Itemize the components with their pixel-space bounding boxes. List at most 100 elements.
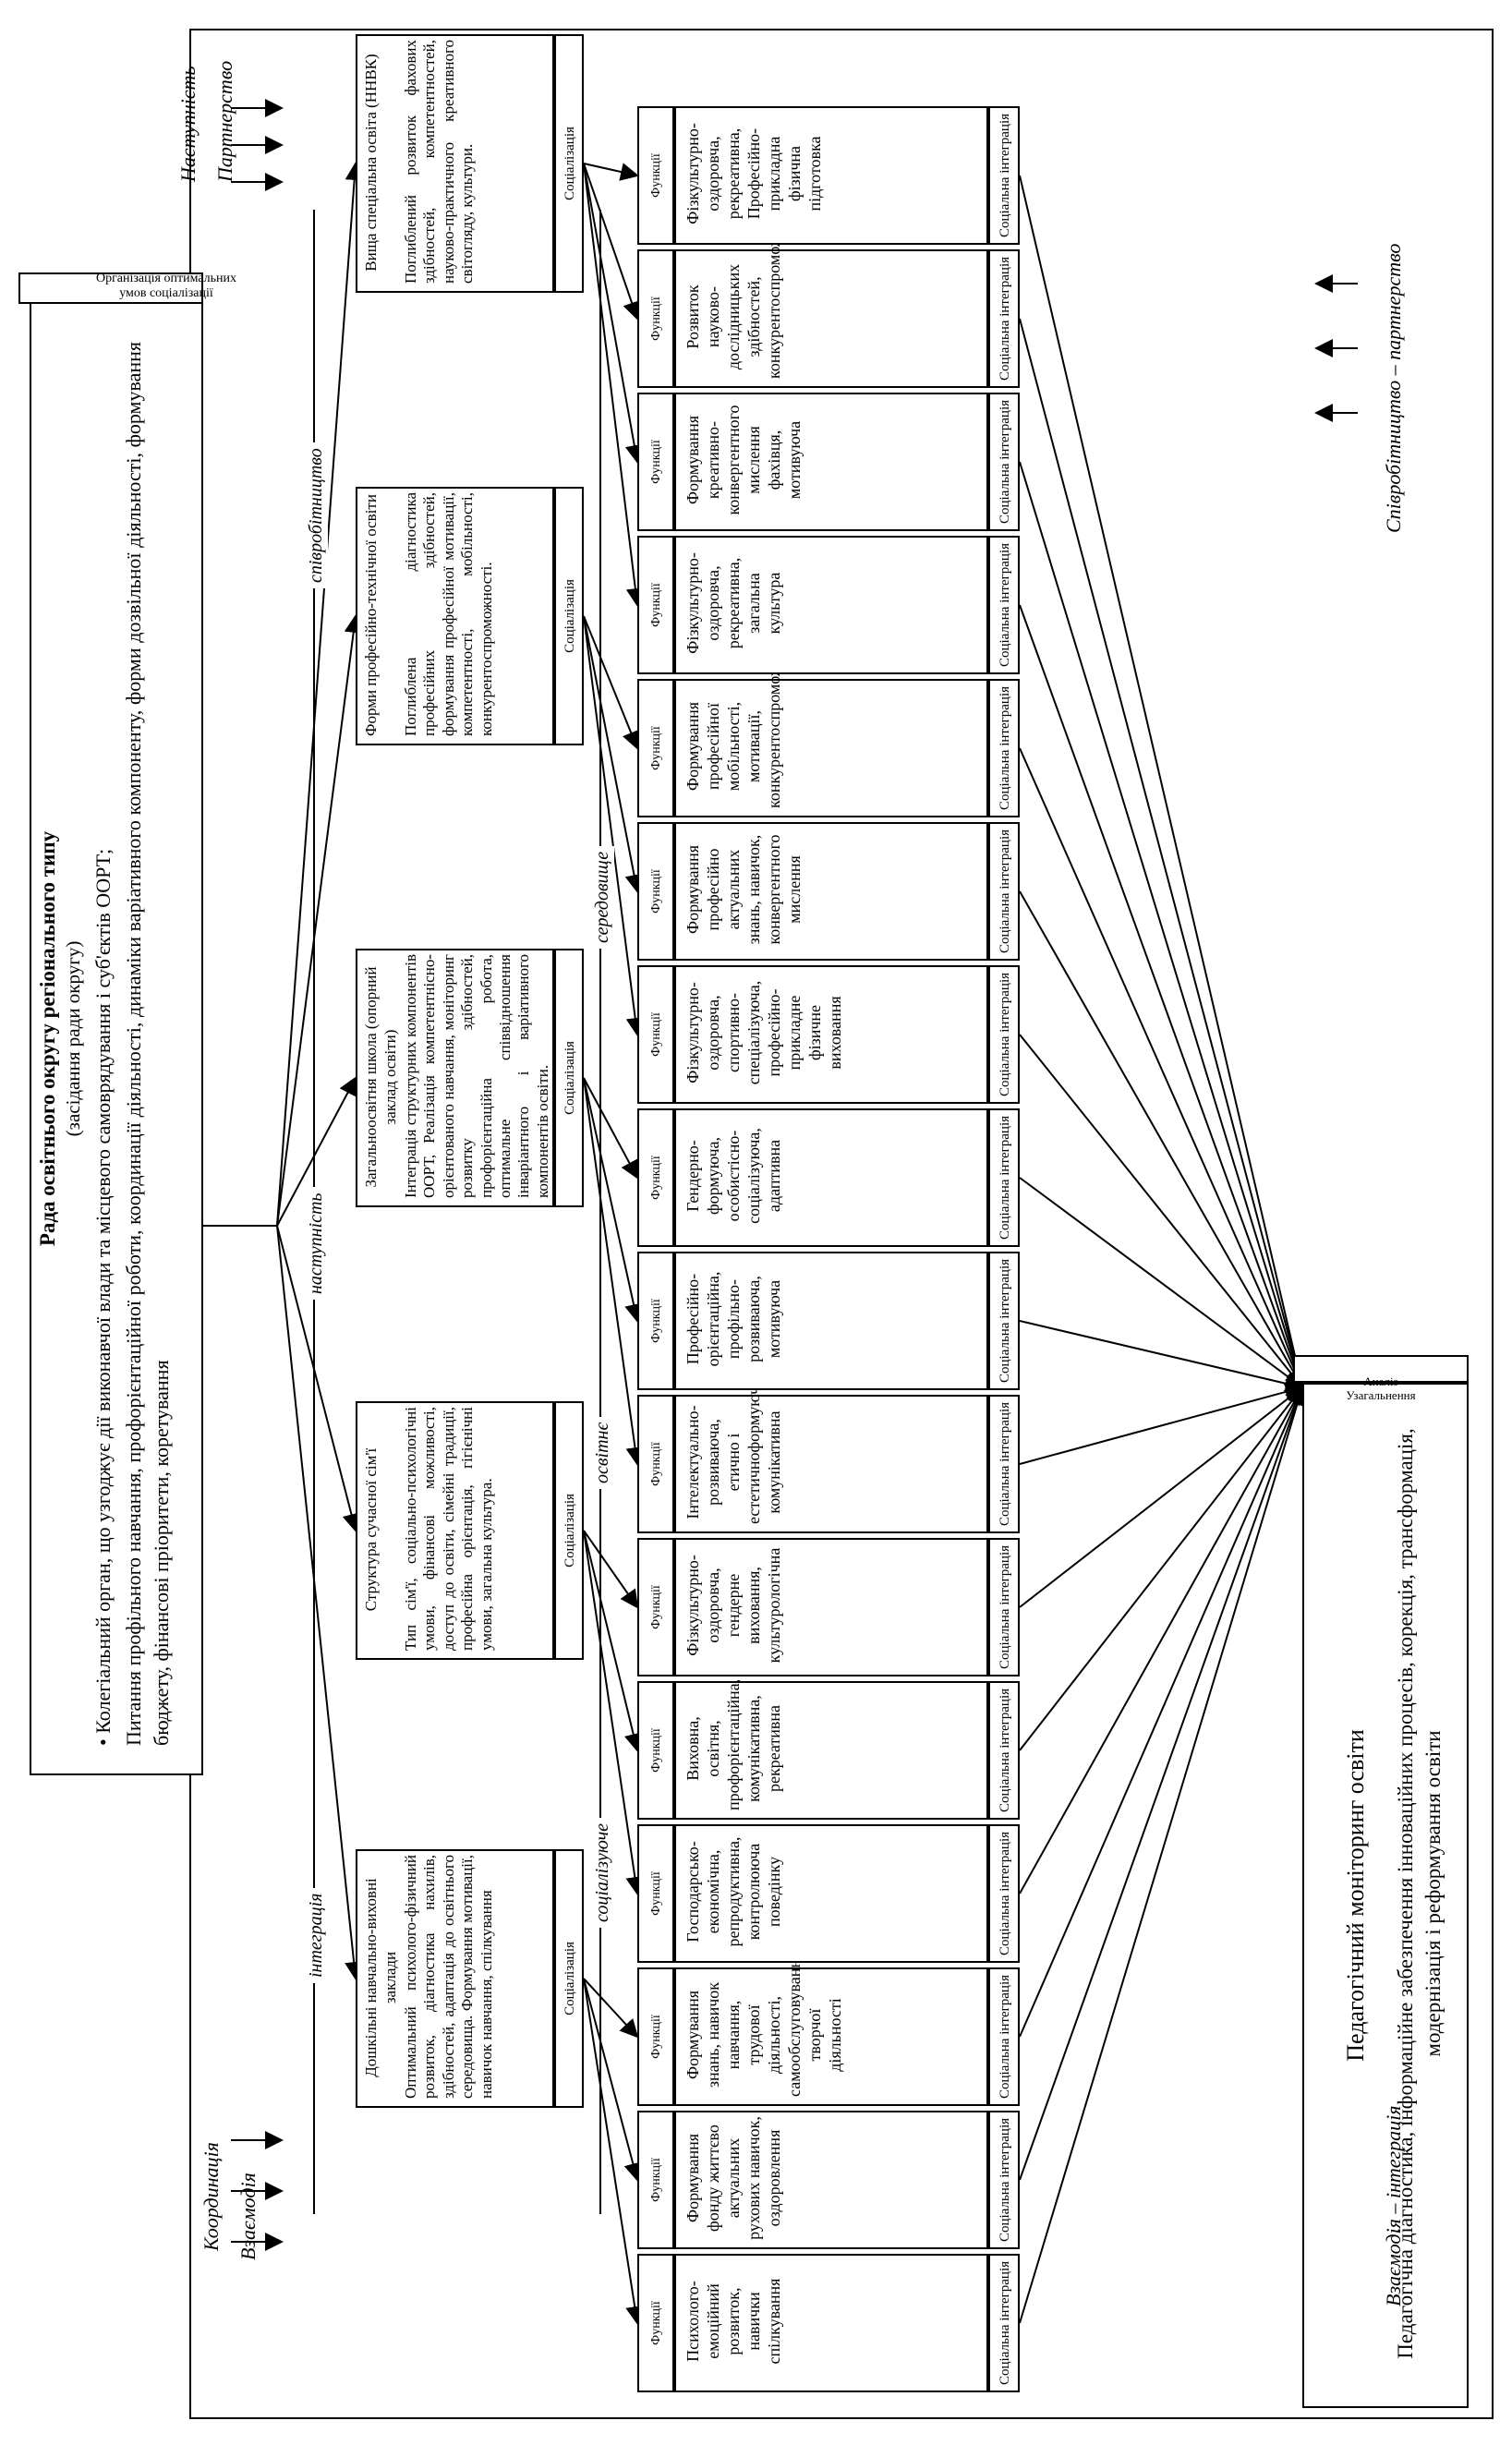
function-side-label: Функції — [649, 1585, 663, 1629]
function-to-monitoring-arrow — [1019, 175, 1308, 1389]
function-tag: Соціальна інтеграція — [998, 2117, 1012, 2243]
function-tag: Соціальна інтеграція — [998, 1115, 1012, 1241]
function-to-monitoring-arrow — [1019, 1034, 1304, 1389]
function-tag: Соціальна інтеграція — [998, 1544, 1012, 1670]
function-text: Гендерно-формуюча, особистісно-соціалізу… — [683, 1128, 783, 1224]
function-tag: Соціальна інтеграція — [998, 1258, 1012, 1384]
institution-title: Структура сучасної сім'ї — [362, 1447, 380, 1612]
council-subtitle: (засідання ради округу) — [62, 940, 84, 1137]
institution-to-function-arrow — [583, 1530, 645, 1895]
function-text: Формування креативно-конвергентного мисл… — [683, 405, 804, 515]
institution-title: Форми професійно-технічної освіти — [362, 494, 380, 736]
function-box: Гендерно-формуюча, особистісно-соціалізу… — [674, 1108, 988, 1247]
function-box: Професійно-орієнтаційна, профільно-розви… — [674, 1252, 988, 1390]
function-to-monitoring-arrow — [1019, 461, 1307, 1389]
function-to-monitoring-arrow — [1019, 1386, 1304, 2038]
hub-to-institution-arrow — [276, 162, 364, 1227]
function-to-monitoring-arrow — [1019, 318, 1308, 1389]
function-side-panel: Функції — [637, 1538, 674, 1676]
function-tag-panel: Соціальна інтеграція — [988, 965, 1020, 1104]
institution-text: Тип сім'ї, соціально-психологічні умови,… — [402, 1407, 495, 1651]
function-text: Виховна, освітня, профорієнтаційна, кому… — [683, 1678, 783, 1810]
institution-to-function-arrow — [583, 1978, 639, 2039]
function-side-panel: Функції — [637, 1967, 674, 2106]
label-cooperation: співробітництво — [305, 442, 328, 588]
function-box: Формування фонду життєво актуальних рухо… — [674, 2111, 988, 2249]
function-box: Формування професійної мобільності, моти… — [674, 628, 988, 817]
function-tag-panel: Соціальна інтеграція — [988, 536, 1020, 674]
institution-tag: Соціалізація — [562, 1494, 577, 1567]
function-box: Фізкультурно-оздоровча, гендерне вихован… — [674, 1538, 988, 1676]
function-box: Фізкультурно-оздоровча, рекреативна, Про… — [674, 106, 988, 245]
label-integration: інтеграція — [305, 1887, 328, 1983]
function-tag: Соціальна інтеграція — [998, 2260, 1012, 2386]
function-tag-panel: Соціальна інтеграція — [988, 1108, 1020, 1247]
function-side-panel: Функції — [637, 679, 674, 817]
function-side-panel: Функції — [637, 393, 674, 531]
function-tag: Соціальна інтеграція — [998, 256, 1012, 381]
label-educational: освітнє — [591, 1416, 614, 1489]
institution-to-function-arrow — [583, 163, 645, 607]
council-bullet: • Колегіальний орган, що узгоджує дії ви… — [91, 848, 115, 1746]
function-to-monitoring-arrow — [1019, 1386, 1306, 2181]
function-tag-panel: Соціальна інтеграція — [988, 679, 1020, 817]
institution-to-function-arrow — [583, 1530, 643, 1752]
function-side-label: Функції — [649, 2158, 663, 2202]
function-tag: Соціальна інтеграція — [998, 1688, 1012, 1813]
function-to-monitoring-arrow — [1019, 604, 1306, 1389]
council-side-label: Організація оптимальних умов соціалізаці… — [95, 272, 237, 301]
function-text: Господарсько-економічна, репродуктивна, … — [683, 1836, 783, 1947]
function-text: Формування знань, навичок навчання, труд… — [683, 1947, 844, 2097]
function-tag: Соціальна інтеграція — [998, 1974, 1012, 2100]
institution-to-function-arrow — [583, 615, 640, 750]
function-side-panel: Функції — [637, 1252, 674, 1390]
function-tag: Соціальна інтеграція — [998, 1401, 1012, 1527]
function-side-panel: Функції — [637, 1395, 674, 1533]
institution-text: Оптимальний психолого-фізичний розвиток,… — [402, 1855, 495, 2099]
monitoring-side-label: Аналіз Узагальнення — [1346, 1374, 1416, 1402]
institution-tag: Соціалізація — [562, 579, 577, 653]
institution-to-function-arrow — [583, 615, 645, 1036]
function-box: Формування знань, навичок навчання, труд… — [674, 1947, 988, 2106]
function-to-monitoring-arrow — [1019, 1386, 1304, 1751]
function-side-label: Функції — [649, 2015, 663, 2059]
function-side-label: Функції — [649, 153, 663, 198]
function-to-monitoring-arrow — [1019, 1383, 1304, 1465]
function-tag-panel: Соціальна інтеграція — [988, 249, 1020, 388]
function-box: Фізкультурно-оздоровча, рекреативна, заг… — [674, 536, 988, 674]
label-continuity-top: Наступність — [176, 66, 200, 182]
institution-box: Загальноосвітня школа (опорний заклад ос… — [356, 949, 554, 1207]
institution-tag: Соціалізація — [562, 1041, 577, 1115]
institution-to-function-arrow — [583, 1978, 643, 2182]
function-side-label: Функції — [649, 726, 663, 770]
institution-box: Вища спеціальна освіта (ННВК)Поглиблений… — [356, 34, 554, 293]
council-box: Рада освітнього округу регіонального тип… — [30, 302, 203, 1775]
function-tag: Соціальна інтеграція — [998, 1831, 1012, 1956]
function-text: Фізкультурно-оздоровча, рекреативна, заг… — [683, 552, 783, 654]
institution-to-function-arrow — [583, 1077, 643, 1323]
hub-to-institution-arrow — [276, 614, 363, 1227]
function-tag: Соціальна інтеграція — [998, 972, 1012, 1097]
function-text: Формування фонду життєво актуальних рухо… — [683, 2116, 783, 2240]
institution-title: Вища спеціальна освіта (ННВК) — [362, 54, 380, 272]
institution-tag-panel: Соціалізація — [554, 487, 584, 745]
council-bullet-text: Колегіальний орган, що узгоджує дії вико… — [91, 848, 115, 1734]
institution-tag-panel: Соціалізація — [554, 34, 584, 293]
function-tag: Соціальна інтеграція — [998, 542, 1012, 668]
function-box: Господарсько-економічна, репродуктивна, … — [674, 1824, 988, 1963]
function-text: Фізкультурно-оздоровча, гендерне вихован… — [683, 1547, 783, 1664]
label-continuity: наступність — [305, 1187, 328, 1300]
function-box: Інтелектуально-розвиваюча, етично і есте… — [674, 1374, 988, 1533]
function-text: Інтелектуально-розвиваюча, етично і есте… — [683, 1374, 783, 1524]
function-side-panel: Функції — [637, 1681, 674, 1820]
institution-text: Поглиблена діагностика професійних здібн… — [402, 492, 495, 736]
institution-title: Дошкільні навчально-виховні заклади — [362, 1878, 400, 2077]
function-side-label: Функції — [649, 1728, 663, 1773]
institution-box: Структура сучасної сім'ї Тип сім'ї, соціа… — [356, 1401, 554, 1660]
institution-to-function-arrow — [583, 1530, 639, 1609]
institution-text: Інтеграція структурних компонентів ООРТ,… — [402, 954, 551, 1198]
institution-to-function-arrow — [583, 163, 641, 321]
